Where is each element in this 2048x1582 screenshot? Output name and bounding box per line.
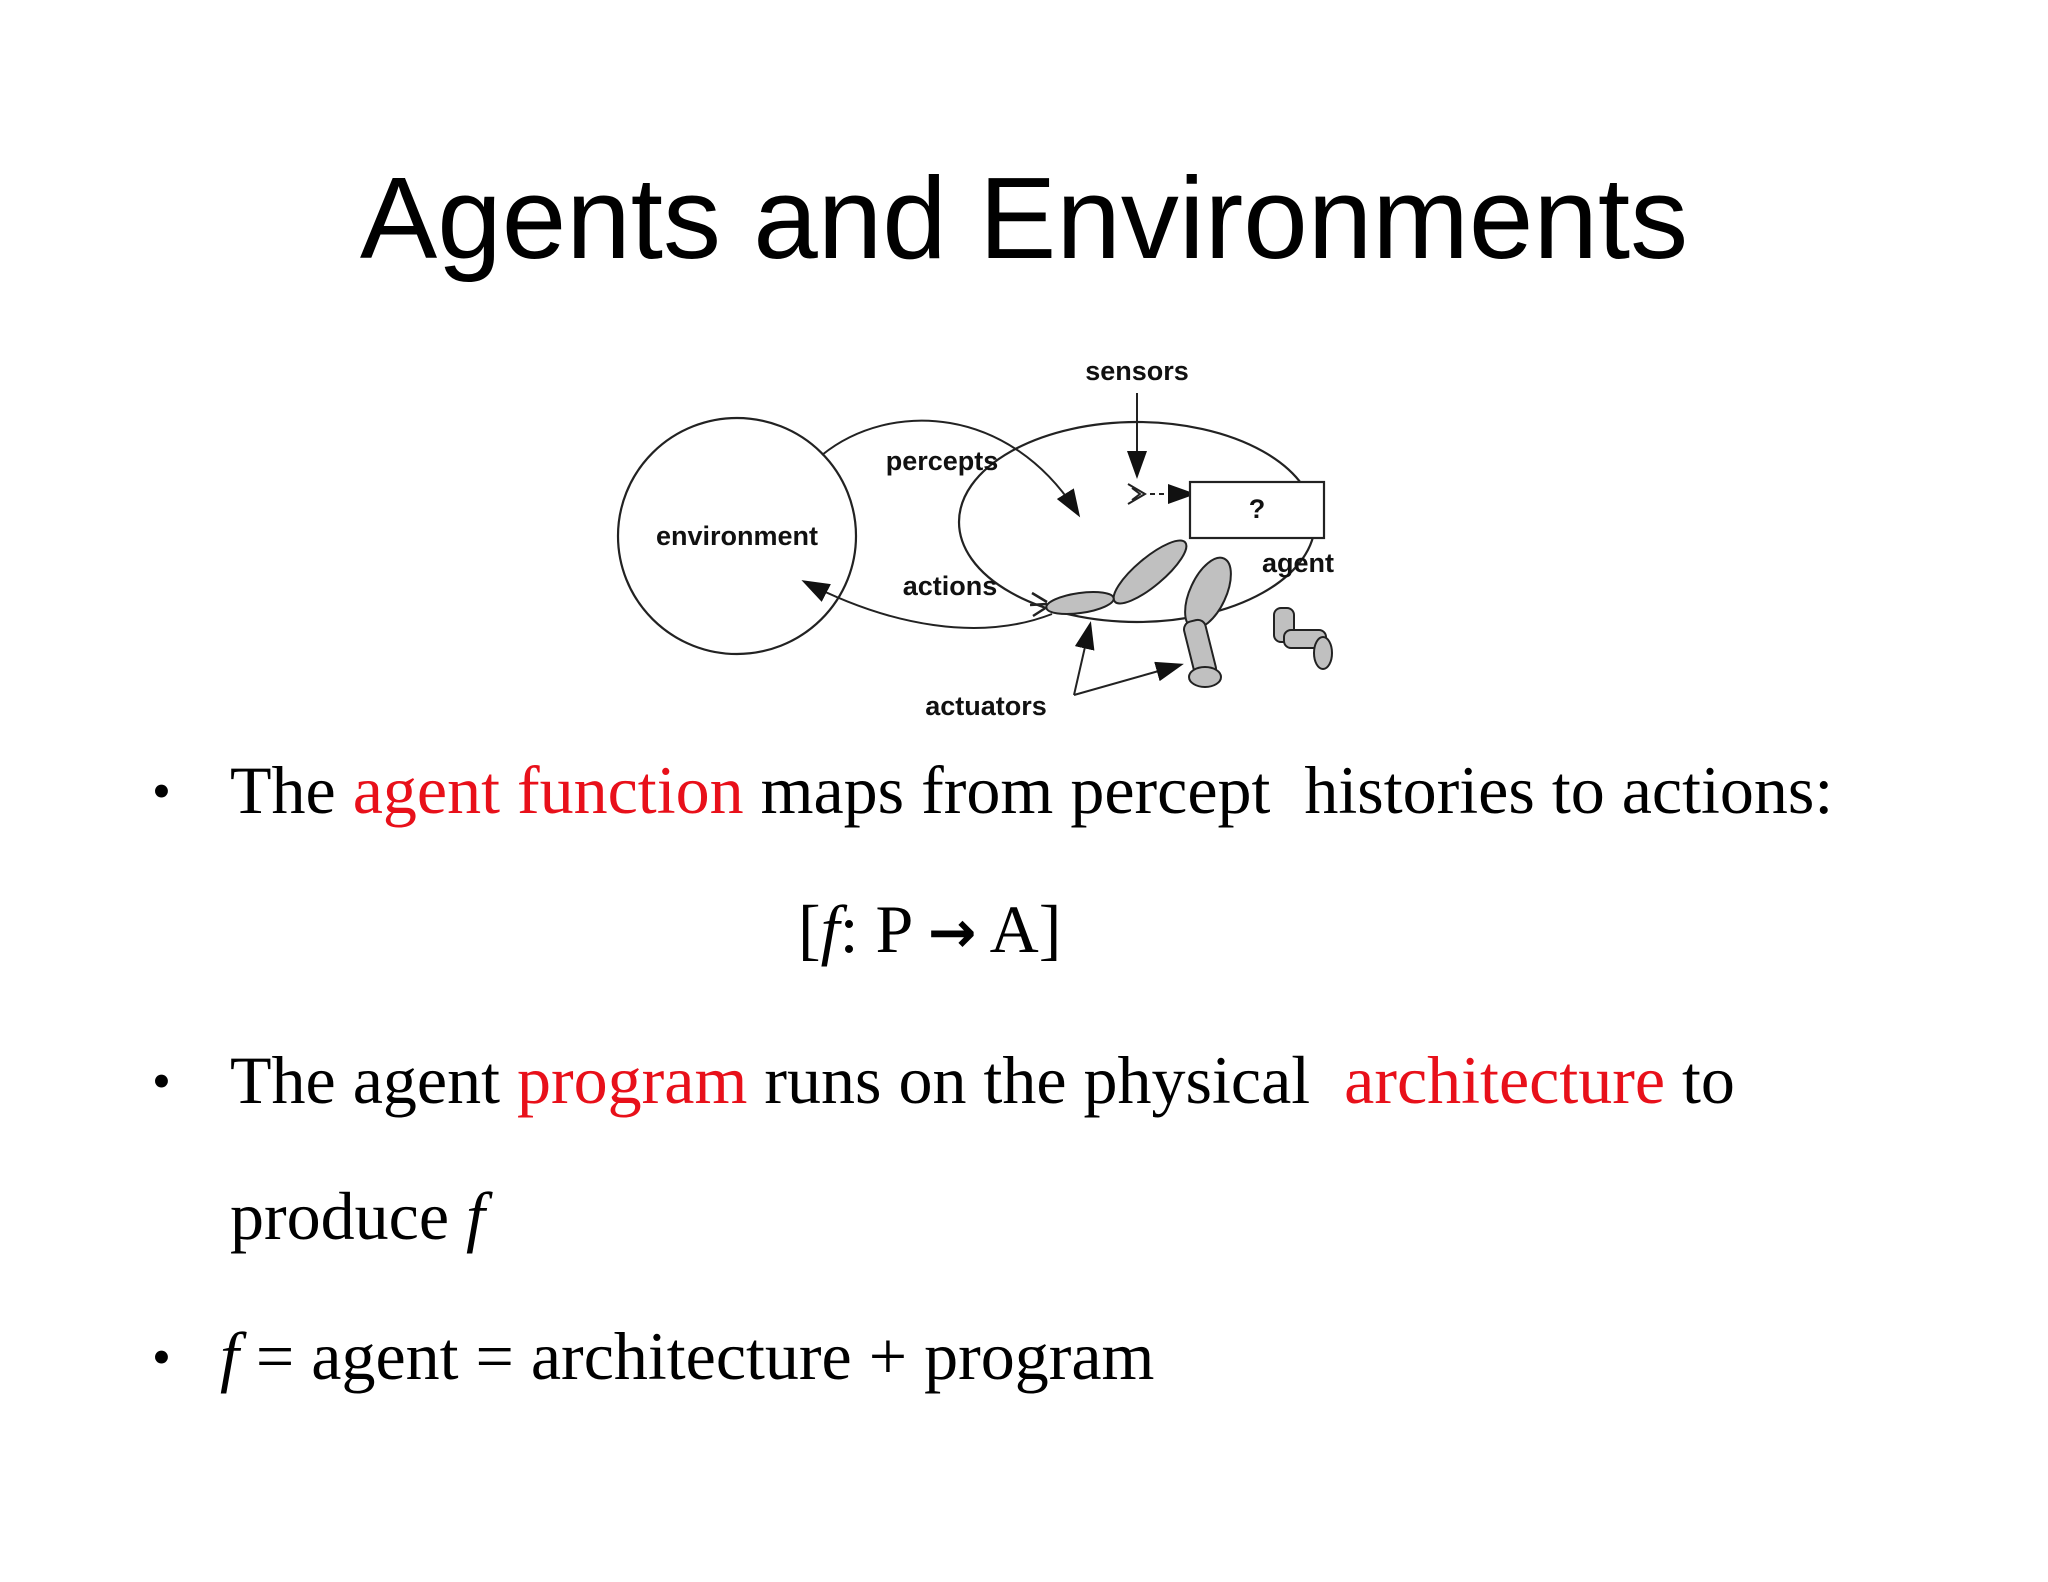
agent-environment-diagram: environment agent percepts actions senso… xyxy=(616,356,1334,721)
agent-function-term: agent function xyxy=(352,752,744,828)
bullet-2-text: The agent program runs on the physical a… xyxy=(230,1046,1735,1114)
agent-hand-icon xyxy=(1029,591,1048,618)
bullet-2-to: to xyxy=(1682,1042,1735,1118)
bullet-2-continuation: produce f xyxy=(230,1182,485,1250)
formula-arrow-icon: → xyxy=(927,898,977,966)
agent-front-foot xyxy=(1188,666,1222,688)
bullet-1-text: The agent function maps from percept his… xyxy=(230,756,1833,824)
bullet-1-lead: The xyxy=(230,752,336,828)
agent-program-box xyxy=(1188,480,1326,540)
bullet-2-lead: The agent xyxy=(230,1042,500,1118)
bullet-3-marker: • xyxy=(152,1327,171,1387)
sensor-eye-icon xyxy=(1127,483,1147,505)
bullet-2-f: f xyxy=(466,1178,485,1254)
bullet-1-marker: • xyxy=(152,761,171,821)
agent-upper-arm xyxy=(1112,539,1188,605)
actuators-arrow-leg xyxy=(1073,661,1184,696)
percepts-arrow xyxy=(821,419,1081,518)
sensors-label: sensors xyxy=(1085,356,1189,386)
bullet-2-marker: • xyxy=(152,1051,171,1111)
actuators-arrow-arm xyxy=(1073,621,1095,696)
environment-circle xyxy=(616,416,858,656)
agent-back-foot xyxy=(1313,636,1333,670)
slide-title: Agents and Environments xyxy=(359,153,1689,283)
program-term: program xyxy=(516,1042,748,1118)
bullet-3-f: f xyxy=(220,1318,239,1394)
formula-actions: A] xyxy=(989,891,1062,967)
bullet-3-equation: = agent = architecture + program xyxy=(255,1318,1155,1394)
actuators-label: actuators xyxy=(925,691,1047,721)
bullet-2-produce: produce xyxy=(230,1178,450,1254)
agent-program-unknown: ? xyxy=(1249,494,1266,524)
percepts-label: percepts xyxy=(886,446,999,476)
formula-percepts: : P xyxy=(839,891,911,967)
agent-label: agent xyxy=(1262,548,1334,578)
actions-label: actions xyxy=(903,571,998,601)
bullet-2-middle: runs on the physical xyxy=(764,1042,1311,1118)
agent-forearm xyxy=(1045,591,1115,615)
formula-f: f xyxy=(820,891,840,967)
bullet-3-text: f = agent = architecture + program xyxy=(220,1322,1154,1390)
actions-arrow xyxy=(801,580,1053,629)
bullet-1-rest: maps from percept histories to actions: xyxy=(760,752,1834,828)
formula-open-bracket: [ xyxy=(798,891,821,967)
architecture-term: architecture xyxy=(1344,1042,1666,1118)
environment-label: environment xyxy=(656,521,818,551)
agent-function-formula: [f: P → A] xyxy=(798,895,1061,963)
agent-front-thigh xyxy=(1184,556,1232,630)
